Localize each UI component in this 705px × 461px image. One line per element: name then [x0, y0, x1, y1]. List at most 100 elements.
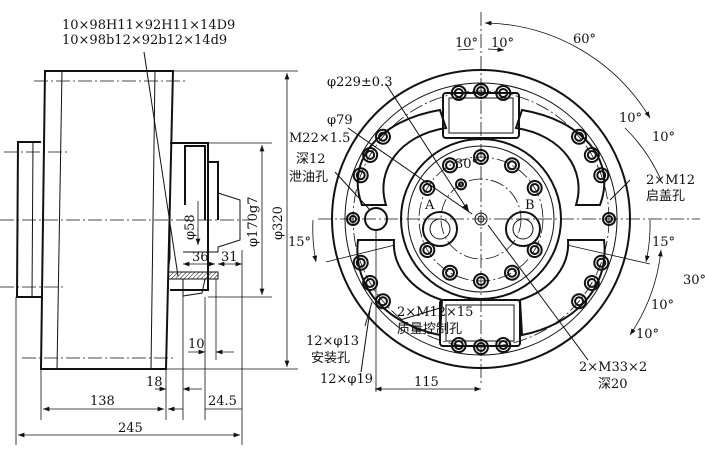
spline-spec-2: 10×98b12×92b12×14d9 — [62, 33, 227, 48]
inner-bolt-hole — [529, 245, 540, 255]
dim-245: 245 — [118, 421, 143, 436]
port-a-inner — [429, 218, 451, 240]
inner-bolt-hole — [529, 183, 540, 193]
dim-10: 10 — [188, 337, 205, 352]
inner-bolt-hole — [442, 264, 458, 281]
inner-plate-2 — [208, 161, 219, 220]
inner-bolt-hole — [526, 180, 543, 196]
mount-hole — [571, 293, 588, 310]
port-b-outer — [505, 211, 541, 247]
mount-hole — [362, 275, 379, 291]
mount-hole — [586, 150, 597, 160]
leader-79 — [347, 127, 473, 215]
mount-hole — [352, 254, 369, 271]
lift-hole-spec: 2×M12 — [646, 173, 695, 188]
mount-hole — [355, 257, 366, 268]
quality-hole-label: 质量控制孔 — [397, 322, 462, 337]
angle-10-upper-r1: 10° — [619, 111, 642, 126]
mount-hole — [365, 150, 376, 160]
lift-hole-label: 启盖孔 — [646, 189, 685, 204]
mount-hole — [453, 340, 464, 351]
mount-hole — [495, 337, 512, 354]
mount-hole — [352, 167, 369, 184]
inner-bolt-hole — [422, 183, 433, 193]
mount-hole — [362, 147, 379, 163]
spline-leader — [143, 51, 179, 277]
angle-60: 60° — [573, 32, 596, 47]
mount-hole — [583, 275, 600, 291]
angle-15-left: 15° — [288, 235, 311, 250]
right-recess — [514, 108, 606, 206]
mount-hole — [453, 87, 464, 98]
bolt-holes — [346, 83, 616, 355]
angle-10-upper-r2: 10° — [652, 130, 675, 145]
inner-bolt-hole — [445, 267, 455, 278]
mount-hole — [583, 147, 600, 163]
angle-10-left: 10° — [455, 36, 478, 51]
inner-small-hole — [458, 181, 464, 188]
dim-36: 36 — [192, 250, 209, 265]
dim-phi58: φ58 — [183, 214, 198, 240]
leader-229 — [385, 83, 470, 213]
spline-section — [167, 271, 219, 280]
mount-hole — [450, 84, 467, 101]
inner-bolt-hole — [504, 264, 520, 281]
port-b-inner — [512, 218, 534, 240]
inner-bolt-hole — [526, 242, 543, 258]
dim-115: 115 — [414, 375, 439, 390]
mount-hole — [574, 296, 585, 307]
hub-line — [31, 141, 34, 298]
ref-line-15-left — [325, 244, 396, 263]
leader-mount — [364, 301, 373, 327]
leader-m12 — [609, 179, 631, 201]
port-thread-spec: 2×M33×2 — [579, 360, 647, 375]
angle-arc-10 — [457, 49, 504, 50]
front-view: 10° 10° 60° φ229±0.3 φ79 M22×1.5 深12 泄油孔… — [288, 12, 705, 392]
port-a-label: A — [424, 198, 435, 213]
dim-24-5: 24.5 — [208, 394, 237, 409]
dim-31: 31 — [221, 250, 238, 265]
inner-bolt-hole — [445, 160, 455, 171]
port-depth: 深20 — [598, 377, 628, 392]
mount-hole — [498, 340, 509, 351]
leader-quality — [399, 307, 441, 321]
side-view: 10×98H11×92H11×14D9 10×98b12×92b12×14d9 … — [0, 18, 298, 445]
angle-30-right: 30° — [683, 273, 705, 288]
mount-hole — [593, 167, 610, 184]
inner-plate — [184, 145, 206, 220]
angle-10-lower-r1: 10° — [651, 298, 674, 313]
angle-10-lower-r2: 10° — [636, 327, 659, 342]
angle-30-top: 30° — [455, 157, 478, 172]
mount-hole — [586, 278, 597, 288]
inner-bolt-hole — [504, 157, 520, 174]
dim-phi320: φ320 — [271, 206, 286, 240]
mount-hole-spec: 12×φ13 — [306, 334, 359, 349]
shaft-taper — [167, 222, 206, 297]
quality-hole-spec: 2×M12×15 — [397, 305, 473, 320]
inner-bolt-hole — [507, 160, 517, 171]
inner-bolt-hole — [419, 242, 436, 258]
mount-hole — [450, 337, 467, 354]
leader-cbore — [360, 309, 371, 373]
left-recess — [356, 108, 448, 206]
port-b-label: B — [525, 198, 535, 213]
dim-phi229: φ229±0.3 — [327, 75, 392, 90]
dim-phi79: φ79 — [327, 113, 353, 128]
body-edge-line — [56, 70, 63, 370]
angle-arc-15-right — [645, 219, 651, 263]
mount-hole — [593, 254, 610, 271]
thread-m22: M22×1.5 — [289, 131, 350, 146]
shaft-end — [183, 192, 241, 253]
angle-arc-30 — [629, 249, 663, 336]
mount-hole — [377, 296, 388, 307]
dim-138: 138 — [90, 394, 115, 409]
drain-hole-label: 泄油孔 — [289, 170, 328, 185]
inner-small-hole — [455, 178, 467, 191]
angle-15-right: 15° — [652, 235, 675, 250]
angle-arc-15-left — [312, 219, 318, 263]
mount-hole — [365, 278, 376, 288]
left-hub — [15, 141, 41, 298]
leader-drain — [334, 171, 371, 211]
spline-spec-1: 10×98H11×92H11×14D9 — [62, 18, 235, 33]
